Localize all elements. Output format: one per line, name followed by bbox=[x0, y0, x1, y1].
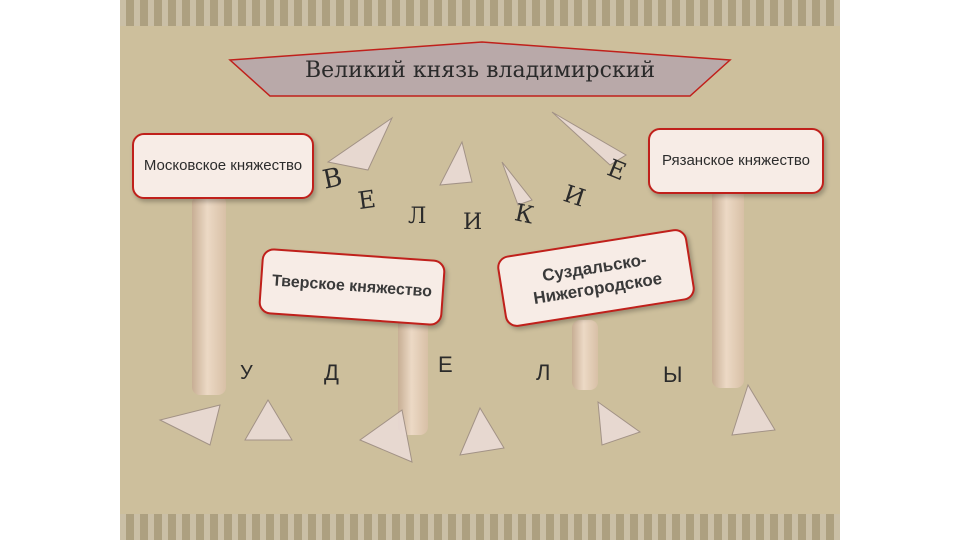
box-moscow-label: Московское княжество bbox=[143, 156, 303, 174]
box-tver-label: Тверское княжество bbox=[271, 272, 433, 301]
column-right-center bbox=[572, 320, 598, 390]
bottom-letter-4: Л bbox=[536, 360, 551, 385]
bottom-ornament-strip bbox=[120, 514, 840, 540]
triangle-bottom-4 bbox=[459, 406, 505, 456]
title-banner bbox=[228, 41, 732, 97]
arc-letter-3: Л bbox=[408, 204, 427, 229]
box-ryazan: Рязанское княжество bbox=[648, 128, 824, 194]
box-suzdal-label: Суздальско-Нижегородское bbox=[531, 249, 664, 308]
slide: Великий князь владимирский Московское кн… bbox=[120, 0, 840, 540]
triangle-bottom-3 bbox=[358, 409, 413, 463]
triangle-up-4 bbox=[551, 111, 627, 166]
column-right bbox=[712, 188, 744, 388]
bottom-letter-2: Д bbox=[324, 360, 339, 385]
triangle-bottom-6 bbox=[731, 383, 776, 436]
box-tver: Тверское княжество bbox=[257, 247, 447, 327]
triangle-bottom-5 bbox=[597, 400, 642, 446]
triangle-bottom-1 bbox=[158, 404, 221, 446]
bottom-letter-1: У bbox=[240, 362, 253, 384]
page-title: Великий князь владимирский bbox=[304, 58, 656, 83]
box-moscow: Московское княжество bbox=[132, 133, 314, 199]
bottom-letter-3: Е bbox=[438, 352, 453, 377]
triangle-up-2 bbox=[439, 140, 473, 186]
box-ryazan-label: Рязанское княжество bbox=[661, 151, 811, 169]
triangle-up-1 bbox=[326, 116, 394, 171]
column-left bbox=[192, 195, 226, 395]
triangle-up-3 bbox=[501, 161, 533, 206]
arc-letter-4: И bbox=[463, 210, 483, 235]
arc-letter-2: Е bbox=[356, 184, 378, 216]
triangle-bottom-2 bbox=[244, 399, 293, 441]
bottom-letter-5: Ы bbox=[663, 362, 683, 387]
top-ornament-strip bbox=[120, 0, 840, 26]
triangles-layer bbox=[158, 41, 776, 463]
